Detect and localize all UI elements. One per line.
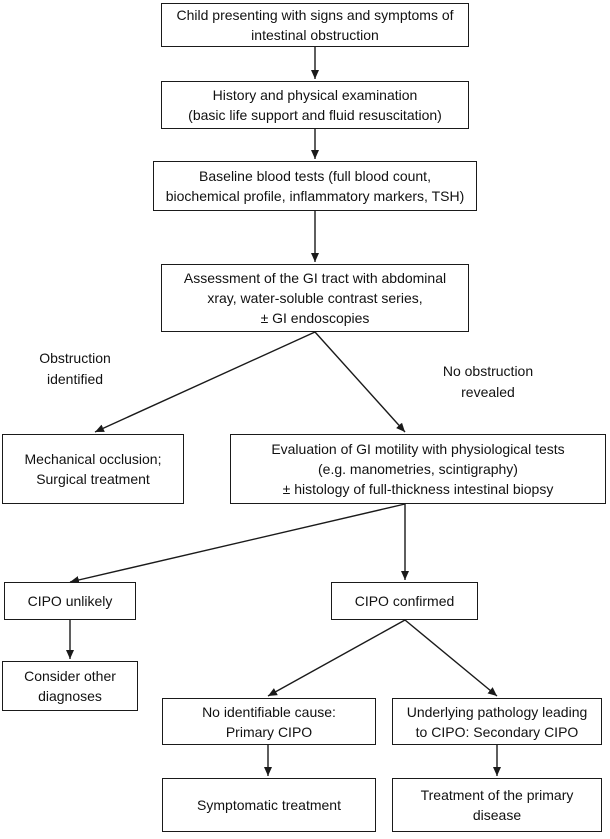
node-underlying-text: Underlying pathology leading to CIPO: Se…: [406, 703, 588, 740]
arrow-confirmed-to-underlying: [404, 619, 498, 697]
node-no-cause: No identifiable cause: Primary CIPO: [162, 698, 376, 745]
node-evaluation: Evaluation of GI motility with physiolog…: [230, 434, 606, 504]
node-history-text: History and physical examination (basic …: [188, 87, 442, 123]
node-treatment-primary: Treatment of the primary disease: [392, 778, 602, 832]
arrow-assessment-to-evaluation: [314, 331, 406, 433]
node-evaluation-text: Evaluation of GI motility with physiolog…: [271, 441, 565, 497]
label-no-obstruction: No obstruction revealed: [442, 363, 534, 400]
node-no-cause-text: No identifiable cause: Primary CIPO: [202, 703, 336, 740]
node-presenting: Child presenting with signs and symptoms…: [161, 3, 469, 47]
node-treatment-primary-text: Treatment of the primary disease: [420, 787, 574, 823]
node-cipo-unlikely-text: CIPO unlikely: [27, 593, 113, 609]
node-history: History and physical examination (basic …: [161, 81, 469, 129]
arrow-evaluation-to-cipo-unlikely: [69, 503, 406, 584]
node-mechanical-text: Mechanical occlusion; Surgical treatment: [24, 451, 162, 487]
node-cipo-confirmed-text: CIPO confirmed: [354, 593, 455, 609]
node-baseline-text: Baseline blood tests (full blood count, …: [165, 168, 465, 204]
arrow-assessment-to-mechanical: [94, 331, 316, 433]
node-assessment-text: Assessment of the GI tract with abdomina…: [183, 270, 447, 326]
node-symptomatic: Symptomatic treatment: [162, 778, 376, 832]
node-underlying: Underlying pathology leading to CIPO: Se…: [392, 698, 602, 745]
node-baseline: Baseline blood tests (full blood count, …: [153, 161, 477, 211]
node-assessment: Assessment of the GI tract with abdomina…: [161, 264, 469, 332]
label-obstruction-identified: Obstruction identified: [39, 350, 111, 387]
node-cipo-unlikely: CIPO unlikely: [4, 582, 136, 620]
arrow-confirmed-to-no-cause: [267, 619, 406, 697]
node-other-diagnoses-text: Consider other diagnoses: [24, 668, 116, 704]
node-presenting-text: Child presenting with signs and symptoms…: [176, 7, 454, 43]
node-cipo-confirmed: CIPO confirmed: [331, 582, 478, 620]
node-symptomatic-text: Symptomatic treatment: [197, 797, 341, 813]
node-mechanical: Mechanical occlusion; Surgical treatment: [2, 434, 184, 504]
node-other-diagnoses: Consider other diagnoses: [2, 661, 138, 711]
